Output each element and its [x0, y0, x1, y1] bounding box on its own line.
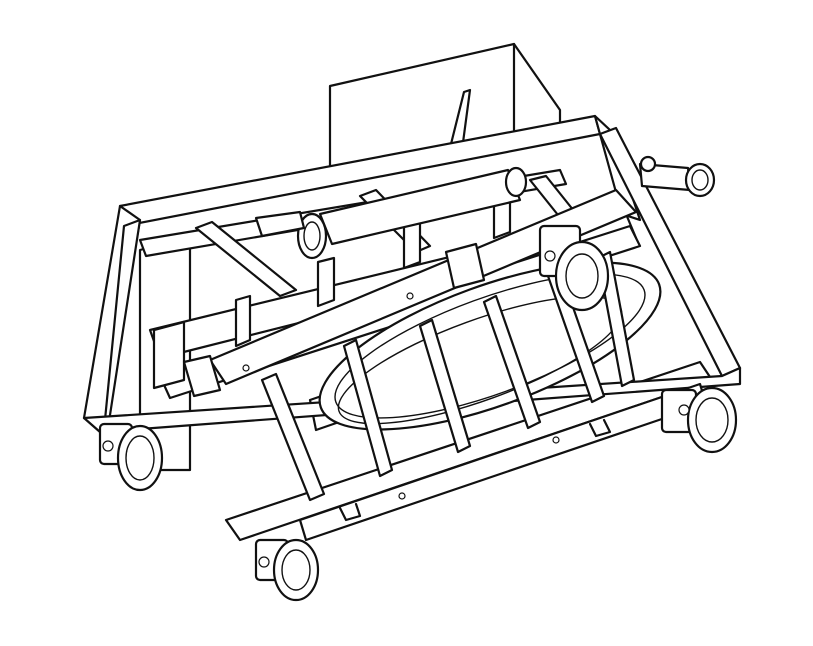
outer-frame: [82, 114, 742, 434]
round-rods: [260, 250, 636, 502]
rail-brackets: [182, 242, 486, 398]
hose-connector: [638, 155, 716, 198]
caster-wheel-front-left: [98, 422, 164, 492]
caster-wheel-front-right: [254, 538, 320, 602]
roller-assembly: [254, 166, 528, 260]
caster-wheel-back-left: [538, 224, 610, 312]
caster-wheel-back-right: [660, 386, 738, 454]
